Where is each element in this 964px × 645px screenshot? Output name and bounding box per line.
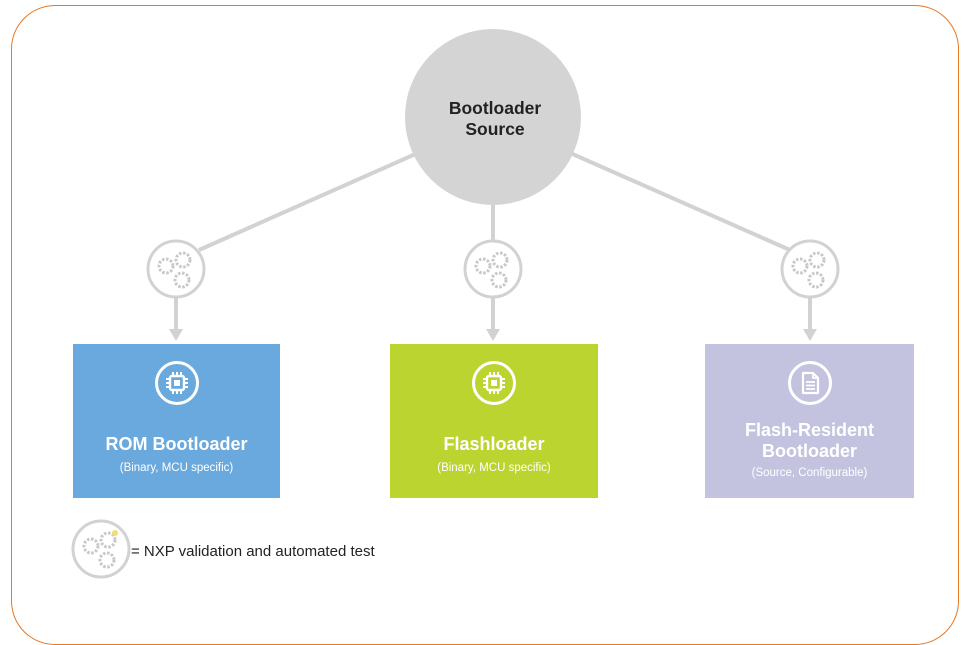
gears-icon — [463, 239, 523, 299]
legend-text: = NXP validation and automated test — [131, 543, 375, 560]
flashloader-subtitle: (Binary, MCU specific) — [437, 462, 551, 474]
rom-bootloader-subtitle: (Binary, MCU specific) — [119, 462, 234, 474]
chip-icon — [471, 360, 517, 406]
flash-resident-bootloader-subtitle: (Source, Configurable) — [751, 467, 868, 479]
connector-left — [198, 150, 421, 252]
source-label-line1: Bootloader — [448, 98, 542, 118]
arrowhead-left — [169, 329, 183, 341]
source-label-line2: Source — [465, 119, 525, 139]
legend-gears-icon — [71, 519, 131, 579]
gears-icon — [780, 239, 840, 299]
arrowhead-middle — [486, 329, 500, 341]
flashloader-title: Flashloader — [443, 434, 545, 454]
flash-resident-title-line1: Flash-Resident — [744, 420, 875, 440]
source-circle — [405, 29, 581, 205]
flash-resident-title-line2: Bootloader — [761, 441, 857, 461]
document-icon — [787, 360, 833, 406]
flash-resident-bootloader-title: Flash-Resident Bootloader — [705, 420, 914, 462]
rom-bootloader-box: ROM Bootloader (Binary, MCU specific) — [73, 344, 280, 498]
flash-resident-bootloader-box: Flash-Resident Bootloader (Source, Confi… — [705, 344, 914, 498]
arrowhead-right — [803, 329, 817, 341]
rom-bootloader-title: ROM Bootloader — [105, 434, 248, 454]
gears-icon — [146, 239, 206, 299]
chip-icon — [154, 360, 200, 406]
diagram-canvas — [71, 29, 840, 579]
source-label: Bootloader Source — [405, 98, 585, 140]
flashloader-box: Flashloader (Binary, MCU specific) — [390, 344, 598, 498]
connector-right — [567, 150, 791, 252]
